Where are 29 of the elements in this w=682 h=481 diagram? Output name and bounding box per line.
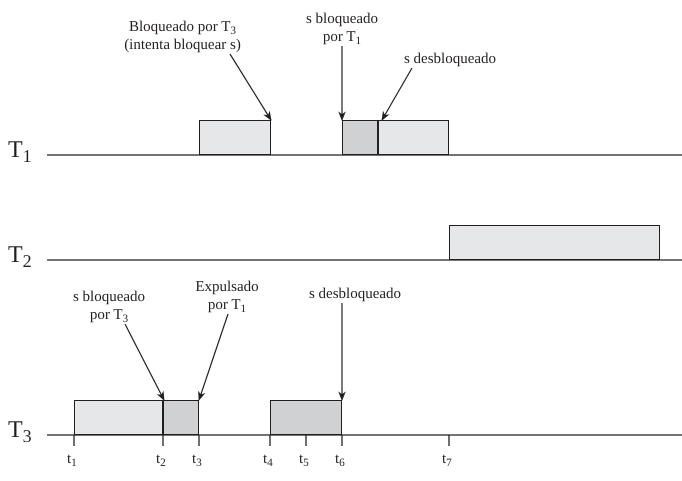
task-label: T$_{3}$	[8, 418, 32, 442]
arrow	[198, 314, 229, 401]
arrow	[381, 68, 413, 121]
time-label: t$_{7}$	[442, 452, 452, 467]
time-label: t$_{4}$	[263, 452, 273, 467]
time-slice-bar	[449, 225, 660, 260]
time-slice-bar	[342, 120, 378, 155]
annotation-text: Expulsado por T$_{1}$	[194, 278, 260, 314]
annotation-text: s desbloqueado	[404, 50, 496, 68]
time-slice-bar	[74, 400, 163, 435]
time-slice-bar	[163, 400, 199, 435]
time-label: t$_{2}$	[156, 452, 166, 467]
annotation-text: s bloqueado por T$_{1}$	[304, 10, 380, 46]
time-slice-bar	[378, 120, 449, 155]
annotation-text: s desbloqueado	[308, 285, 402, 303]
arrow	[338, 46, 346, 121]
arrow	[338, 303, 346, 401]
annotation-text: Bloqueado por T$_{3}$ (intenta bloquear s)	[123, 18, 242, 54]
time-label: t$_{1}$	[67, 452, 77, 467]
time-slice-bar	[199, 120, 271, 155]
task-label: T$_{1}$	[8, 138, 32, 162]
arrow	[230, 54, 272, 121]
task-label: T$_{2}$	[8, 243, 32, 267]
time-label: t$_{3}$	[192, 452, 202, 467]
time-label: t$_{6}$	[335, 452, 345, 467]
time-label: t$_{5}$	[299, 452, 309, 467]
annotation-text: s bloqueado por T$_{3}$	[72, 288, 146, 324]
arrow	[124, 324, 165, 401]
time-slice-bar	[270, 400, 342, 435]
